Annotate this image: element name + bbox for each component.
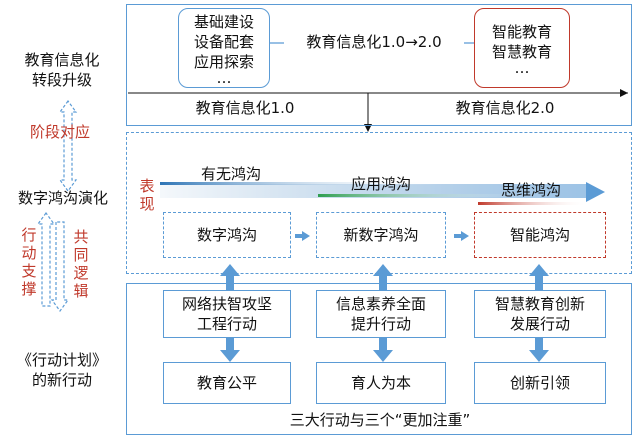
upgrade-label: 教育信息化 转段升级 — [2, 50, 122, 90]
gradient-bar-1 — [160, 182, 440, 185]
feature-line: … — [514, 59, 530, 77]
top-frame — [126, 4, 632, 126]
manifest-char: 表 — [139, 177, 155, 195]
feature-line: 应用探索 — [193, 53, 254, 71]
manifest-label: 表 现 — [138, 177, 156, 213]
intelligent-divide-box: 智能鸿沟 — [474, 212, 606, 258]
action-box-3: 智慧教育创新 发展行动 — [474, 290, 606, 338]
gradient-bar-3 — [478, 202, 588, 205]
new-digital-divide-box: 新数字鸿沟 — [316, 212, 446, 258]
common-logic-char: 辑 — [73, 282, 89, 300]
action-line: 网络扶智攻坚 — [181, 295, 272, 313]
feature-line: 智能教育 — [491, 23, 552, 41]
action-plan-line-1: 《行动计划》 — [16, 351, 107, 369]
action-line: 发展行动 — [509, 315, 570, 333]
feature-line: … — [216, 69, 232, 87]
gradient-bar-2 — [318, 194, 518, 197]
transition-label: 教育信息化1.0→2.0 — [284, 32, 464, 52]
digital-divide-box: 数字鸿沟 — [163, 212, 291, 258]
mid-arrow-1 — [302, 231, 310, 241]
stage-band-arrowhead — [620, 89, 628, 97]
action-support-label: 行 动 支 撑 — [20, 226, 38, 298]
stage-match-label: 阶段对应 — [29, 123, 90, 141]
action-box-2: 信息素养全面 提升行动 — [316, 290, 446, 338]
feature-line: 设备配套 — [193, 33, 254, 51]
gradient-label-1: 有无鸿沟 — [200, 165, 261, 183]
feature-line: 智慧教育 — [491, 43, 552, 61]
stage2-features-box: 智能教育 智慧教育 … — [474, 8, 570, 88]
stage1-features-box: 基础建设 设备配套 应用探索 … — [178, 8, 270, 88]
gradient-arrowhead — [586, 182, 605, 202]
common-logic-arrow — [50, 221, 70, 313]
action-support-char: 行 — [21, 226, 37, 244]
footer-label: 三大行动与三个“更加注重” — [289, 411, 471, 429]
action-support-char: 撑 — [21, 280, 37, 298]
stage-match-arrow — [58, 99, 78, 193]
common-logic-label: 共 同 逻 辑 — [72, 228, 90, 300]
manifest-char: 现 — [139, 195, 155, 213]
bottom-frame — [126, 283, 632, 435]
down-arrowhead — [364, 124, 372, 132]
common-logic-char: 逻 — [73, 264, 89, 282]
emphasis-box-1: 教育公平 — [163, 362, 291, 404]
upgrade-line-2: 转段升级 — [31, 71, 92, 89]
action-box-1: 网络扶智攻坚 工程行动 — [163, 290, 291, 338]
action-support-char: 支 — [21, 262, 37, 280]
emphasis-box-2: 育人为本 — [316, 362, 446, 404]
action-line: 信息素养全面 — [335, 295, 426, 313]
digital-divide-evolution-label: 数字鸿沟演化 — [17, 189, 108, 207]
stage2-label: 教育信息化2.0 — [455, 99, 555, 117]
action-support-char: 动 — [21, 244, 37, 262]
action-line: 智慧教育创新 — [494, 295, 585, 313]
common-logic-char: 共 — [73, 228, 89, 246]
up-arrows — [220, 264, 549, 290]
emphasis-box-3: 创新引领 — [474, 362, 606, 404]
stage1-label: 教育信息化1.0 — [195, 99, 295, 117]
action-plan-label: 《行动计划》 的新行动 — [2, 350, 122, 390]
action-line: 工程行动 — [196, 315, 257, 333]
action-line: 提升行动 — [350, 315, 411, 333]
mid-arrow-2 — [461, 231, 469, 241]
action-support-arrow — [36, 211, 56, 307]
common-logic-char: 同 — [73, 246, 89, 264]
middle-frame — [126, 132, 632, 274]
feature-line: 基础建设 — [193, 13, 254, 31]
action-plan-line-2: 的新行动 — [31, 371, 92, 389]
gradient-label-3: 思维鸿沟 — [500, 181, 561, 199]
down-arrows — [220, 338, 549, 362]
upgrade-line-1: 教育信息化 — [24, 51, 100, 69]
gradient-label-2: 应用鸿沟 — [350, 175, 411, 193]
